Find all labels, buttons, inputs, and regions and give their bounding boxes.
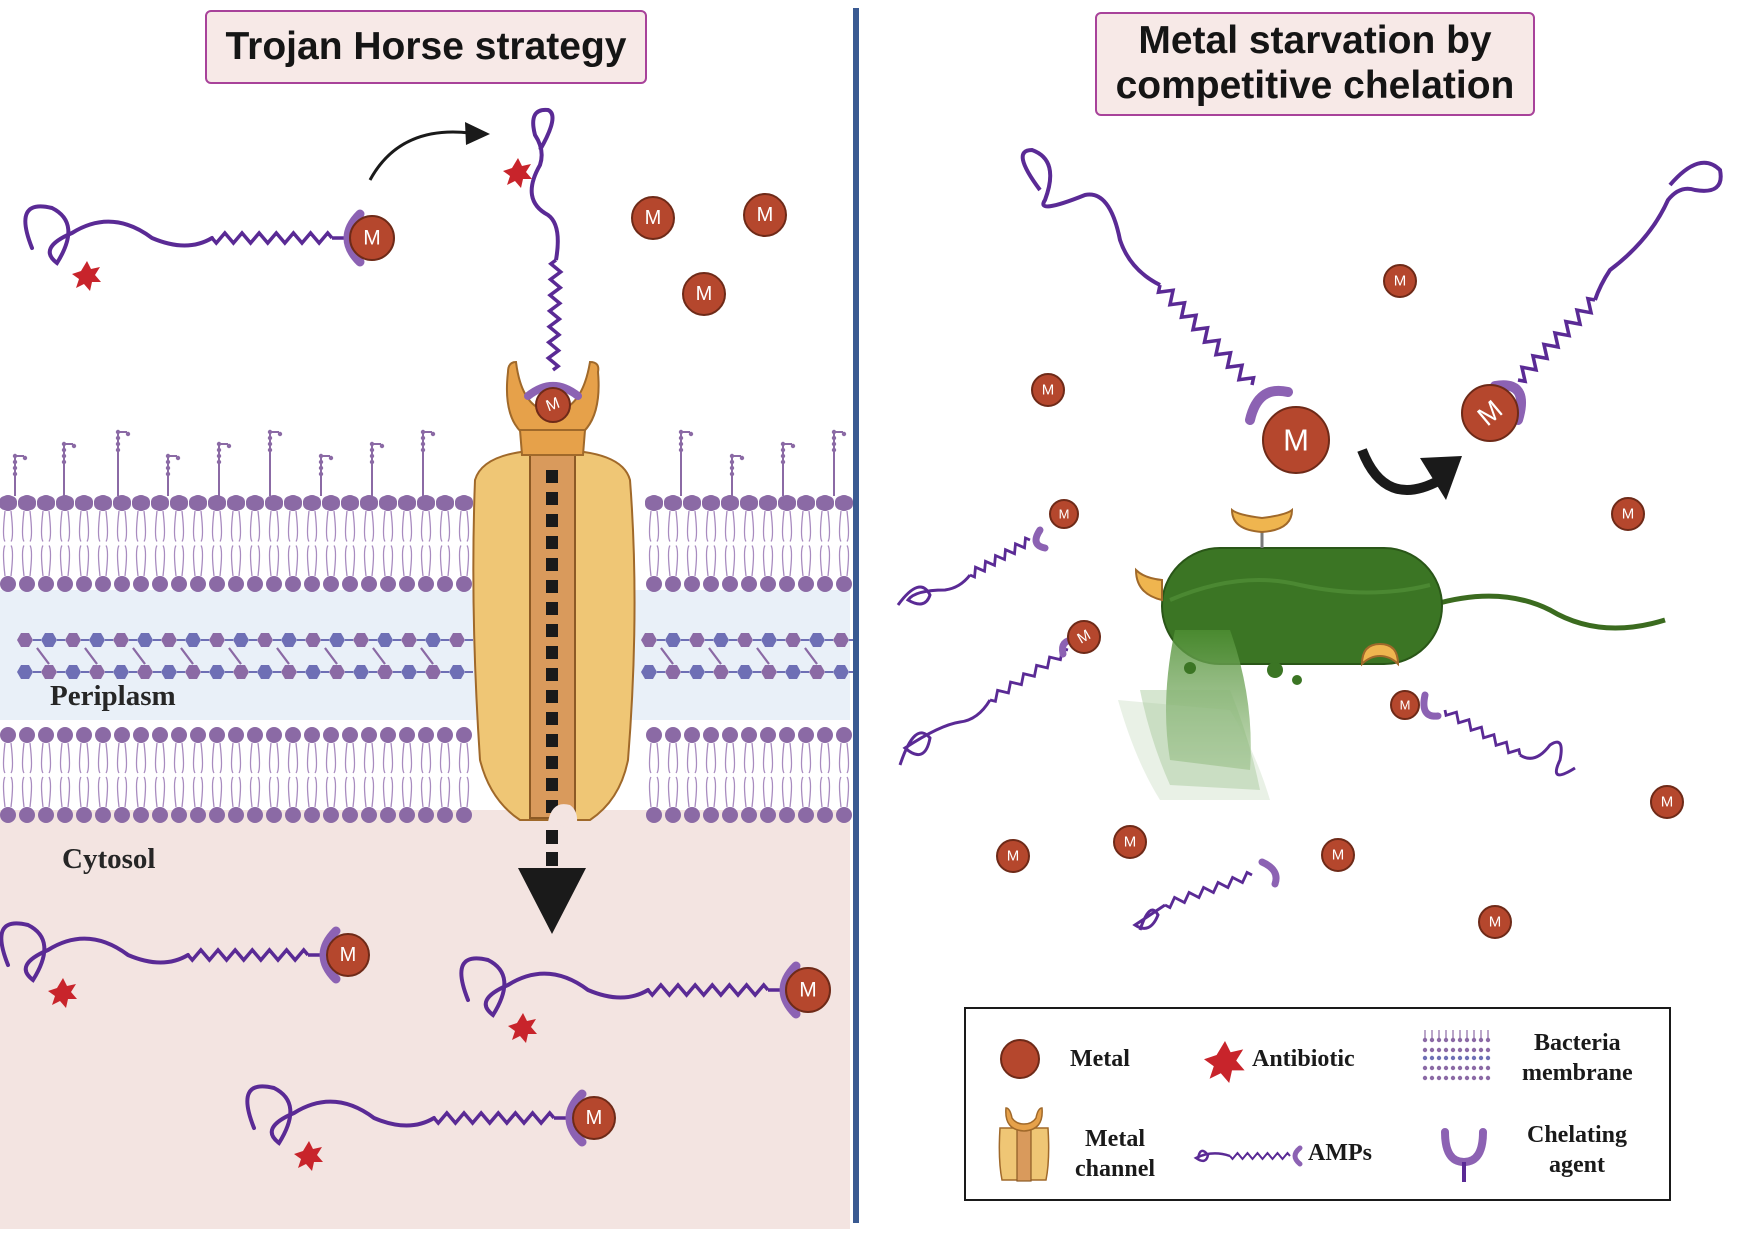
legend-bacteria-membrane-icon xyxy=(1422,1030,1491,1081)
free-metal-ion: M xyxy=(1113,825,1147,859)
bound-metal-ion: M xyxy=(572,1096,616,1140)
metal-starvation-title: Metal starvation by competitive chelatio… xyxy=(1095,12,1535,116)
free-metal-ion: M xyxy=(631,196,675,240)
amp-conjugate-docked: M xyxy=(503,107,582,423)
amp-conjugates-left: M M M M M M M M xyxy=(0,107,831,1171)
metal-symbol: M xyxy=(1661,794,1674,811)
uptake-curve-arrow xyxy=(368,122,490,181)
legend-label-metal: Metal xyxy=(1070,1046,1130,1072)
free-metal-ion: M xyxy=(1031,373,1065,407)
metal-symbol: M xyxy=(696,283,713,305)
free-metal-ions: M M M M M M M M xyxy=(996,264,1684,939)
periplasm-region xyxy=(0,590,850,720)
chelator-bottom xyxy=(1132,858,1280,931)
lipopolysaccharide-layer xyxy=(12,429,847,496)
legend-amp-icon xyxy=(1193,1145,1303,1167)
metal-symbol: M xyxy=(544,395,562,416)
chelated-metal-ion: M xyxy=(1067,620,1101,654)
metal-symbol: M xyxy=(586,1107,603,1129)
legend-label-amps: AMPs xyxy=(1308,1140,1372,1166)
amp-conjugate-cytosol-2: M xyxy=(459,956,831,1043)
chelator-left-1: M xyxy=(896,499,1079,606)
periplasm-label: Periplasm xyxy=(50,680,176,712)
free-metal-ion: M xyxy=(996,839,1030,873)
legend-label-antibiotic: Antibiotic xyxy=(1252,1046,1355,1072)
bound-metal-ion: M xyxy=(326,933,370,977)
metal-symbol: M xyxy=(1059,507,1070,522)
chelation-arrow xyxy=(1357,448,1462,500)
legend-label-bacteria-membrane: Bacteria membrane xyxy=(1522,1030,1633,1086)
legend-metal-icon xyxy=(1000,1039,1040,1079)
chelated-metal-ion: M xyxy=(1461,384,1519,442)
legend-metal-channel-icon xyxy=(998,1107,1050,1182)
legend-label-metal-channel: Metal channel xyxy=(1075,1126,1156,1182)
metal-symbol: M xyxy=(1332,847,1345,864)
metal-channel xyxy=(472,360,636,830)
chelated-metal-ion: M xyxy=(1390,690,1420,720)
metal-symbol: M xyxy=(757,204,774,226)
cytosol-region xyxy=(0,810,850,1229)
legend-box xyxy=(964,1007,1671,1201)
metal-symbol: M xyxy=(1283,423,1309,458)
target-metal-ion: M xyxy=(1262,406,1330,474)
free-metal-ion: M xyxy=(1478,905,1512,939)
metal-symbol: M xyxy=(1124,834,1137,851)
metal-symbol: M xyxy=(1489,914,1502,931)
metal-symbol: M xyxy=(1400,698,1411,713)
free-metal-ion: M xyxy=(1611,497,1645,531)
bacterial-membrane xyxy=(0,495,853,823)
chelator-unbound-large: M xyxy=(1020,147,1330,474)
import-arrow xyxy=(518,830,586,934)
bound-metal-ion: M xyxy=(785,967,831,1013)
bound-metal-ion: M xyxy=(349,215,395,261)
chelator-bound-large: M xyxy=(1461,160,1723,442)
peptidoglycan-layer xyxy=(17,633,857,679)
free-metal-ion: M xyxy=(743,193,787,237)
antibiotic-icon xyxy=(72,261,101,291)
chelator-right-1: M xyxy=(1390,690,1576,777)
transport-path xyxy=(546,470,558,813)
metal-symbol: M xyxy=(340,944,357,966)
bound-metal-ion: M xyxy=(535,387,571,423)
antibiotic-icon xyxy=(503,158,532,188)
trojan-horse-title: Trojan Horse strategy xyxy=(205,10,647,84)
metal-symbol: M xyxy=(363,227,381,250)
amp-conjugate-top-left: M xyxy=(23,204,395,291)
metal-symbol: M xyxy=(1042,382,1055,399)
panel-divider xyxy=(853,8,859,1223)
amp-conjugate-cytosol-3: M xyxy=(245,1084,616,1171)
cytosol-label: Cytosol xyxy=(62,843,156,875)
free-metal-ion: M xyxy=(682,272,726,316)
chelated-metal-ion: M xyxy=(1049,499,1079,529)
chelating-agents-right: M M M M M xyxy=(896,147,1723,931)
metal-symbol: M xyxy=(1622,506,1635,523)
metal-symbol: M xyxy=(645,207,662,229)
legend-label-chelating-agent: Chelating agent xyxy=(1527,1122,1628,1178)
free-metal-ion: M xyxy=(1650,785,1684,819)
free-metal-ion: M xyxy=(1383,264,1417,298)
bacterium xyxy=(1118,507,1666,800)
metal-symbol: M xyxy=(1394,273,1407,290)
chelator-left-2: M xyxy=(898,620,1101,766)
free-metal-ion: M xyxy=(1321,838,1355,872)
metal-symbol: M xyxy=(1007,848,1020,865)
legend-chelating-agent-icon xyxy=(1441,1128,1487,1182)
metal-symbol: M xyxy=(799,979,817,1002)
amp-conjugate-cytosol-1: M xyxy=(0,921,370,1008)
